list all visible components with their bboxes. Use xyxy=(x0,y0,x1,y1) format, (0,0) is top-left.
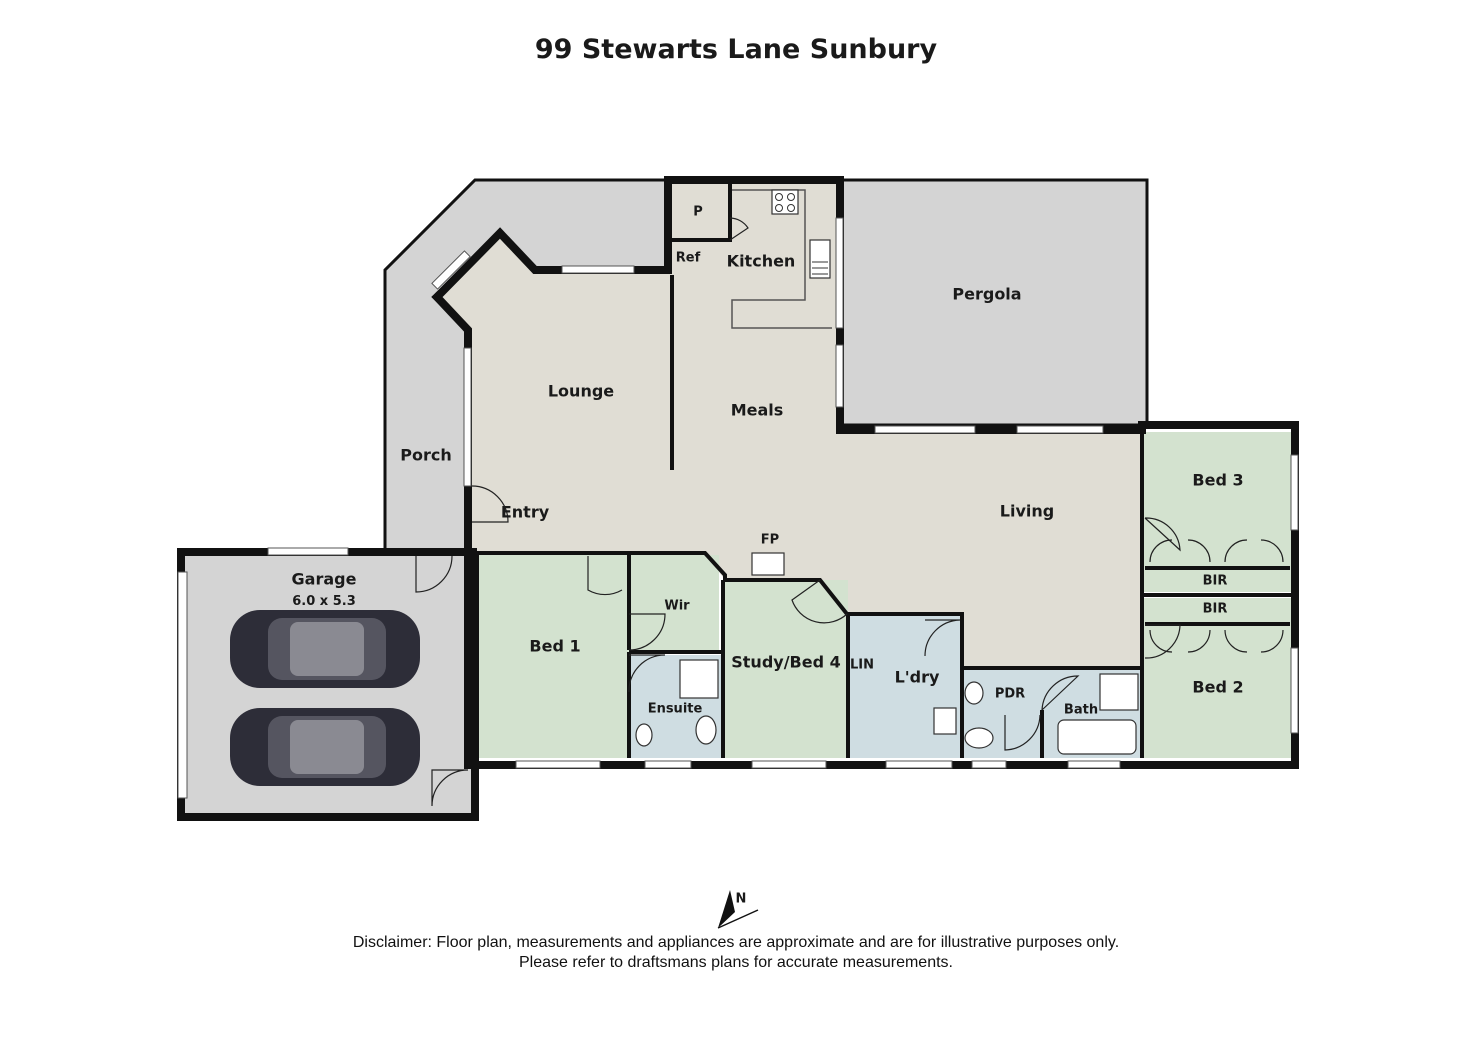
living-label: Living xyxy=(1000,502,1054,521)
ensuite-basin xyxy=(635,723,653,747)
window-laundry-south xyxy=(885,760,953,769)
bed2-label: Bed 2 xyxy=(1192,678,1243,697)
entry-door xyxy=(471,485,509,523)
bath-shower xyxy=(1099,673,1139,711)
garage-dimensions: 6.0 x 5.3 xyxy=(292,594,356,609)
disclaimer-line-1: Disclaimer: Floor plan, measurements and… xyxy=(352,934,1120,951)
lounge-label: Lounge xyxy=(548,382,614,401)
ensuite-label: Ensuite xyxy=(648,702,703,717)
lin-area xyxy=(848,614,876,758)
garage-label: Garage xyxy=(292,570,357,589)
study-label: Study/Bed 4 xyxy=(731,653,841,672)
car-bottom xyxy=(230,708,420,786)
fireplace xyxy=(751,552,785,576)
compass-label: N xyxy=(736,892,747,907)
laundry-door xyxy=(924,619,961,657)
bath-door xyxy=(1041,675,1080,711)
laundry-trough xyxy=(933,707,957,735)
pantry-door xyxy=(729,217,749,241)
laundry-label: L'dry xyxy=(895,668,940,687)
window-kitchen-east xyxy=(835,217,844,329)
window-bed3-east xyxy=(1290,454,1299,531)
window-bed2-east xyxy=(1290,647,1299,734)
bed3-label: Bed 3 xyxy=(1192,471,1243,490)
bath-label: Bath xyxy=(1064,703,1098,718)
lin-label: LIN xyxy=(850,658,874,673)
plan-title: 99 Stewarts Lane Sunbury xyxy=(534,34,938,65)
living-zone xyxy=(437,180,1142,668)
kitchen-wall xyxy=(464,176,1299,769)
pantry-label: P xyxy=(693,205,703,220)
ensuite-door xyxy=(628,654,666,693)
wir-label: Wir xyxy=(664,599,690,614)
disclaimer: Disclaimer: Floor plan, measurements and… xyxy=(0,933,1472,973)
window-meals-east xyxy=(835,344,844,408)
window-lounge-north xyxy=(561,265,635,274)
bed1-door xyxy=(587,556,623,596)
ensuite-shower xyxy=(679,659,719,699)
pdr-toilet xyxy=(964,727,994,749)
fp-label: FP xyxy=(761,533,779,548)
wir-door xyxy=(628,613,666,651)
disclaimer-line-2: Please refer to draftsmans plans for acc… xyxy=(519,954,953,971)
bir3-doors xyxy=(1149,539,1284,563)
wir-area xyxy=(629,555,719,650)
window-bed1-south xyxy=(515,760,601,769)
ref-label: Ref xyxy=(676,251,701,266)
meals-label: Meals xyxy=(731,401,784,420)
window-lounge-ne xyxy=(431,250,471,290)
porch-garage-door xyxy=(415,555,453,593)
north-arrow-icon: N xyxy=(717,890,759,929)
garage-side-door xyxy=(431,769,469,807)
study-area xyxy=(724,580,848,758)
bed2-door xyxy=(1144,624,1181,659)
study-door xyxy=(791,579,848,624)
window-garage-north xyxy=(267,547,349,556)
pergola-label: Pergola xyxy=(952,285,1021,304)
bir-bed3-label: BIR xyxy=(1203,574,1228,589)
window-study-south xyxy=(751,760,827,769)
car-top xyxy=(230,610,420,688)
entry-label: Entry xyxy=(501,503,550,522)
kitchen-label: Kitchen xyxy=(727,252,796,271)
kitchen-sink xyxy=(809,239,831,279)
window-bath-south xyxy=(1067,760,1121,769)
garage-roller-door xyxy=(177,571,188,799)
pdr-door xyxy=(1004,714,1041,751)
bed3-area xyxy=(1143,432,1293,592)
pdr-label: PDR xyxy=(995,687,1025,702)
bed1-area xyxy=(471,555,629,758)
window-lounge-west xyxy=(463,347,472,487)
window-living-north-2 xyxy=(1016,425,1104,434)
porch-label: Porch xyxy=(400,446,451,465)
window-ensuite-south xyxy=(644,760,692,769)
window-pdr-south xyxy=(971,760,1007,769)
bathtub xyxy=(1057,719,1137,755)
window-living-north-1 xyxy=(874,425,976,434)
bir2-doors xyxy=(1149,629,1284,653)
bir-bed2-label: BIR xyxy=(1203,602,1228,617)
ensuite-toilet xyxy=(695,715,717,745)
bed3-door xyxy=(1144,517,1181,552)
pdr-basin xyxy=(964,681,984,705)
bed1-label: Bed 1 xyxy=(529,637,580,656)
